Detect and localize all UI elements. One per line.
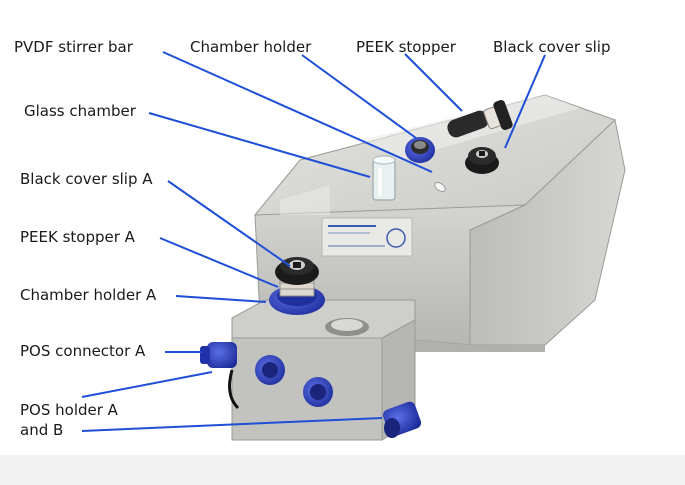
leader-peek-stopper-a: [159, 237, 279, 288]
label-black-cover-slip: Black cover slip: [493, 38, 611, 56]
leader-lines: [81, 51, 546, 432]
label-pos-connector-a: POS connector A: [20, 342, 146, 360]
pos-holder-b: [382, 401, 422, 438]
black-cover-slip-a: [275, 257, 319, 285]
leader-pvdf-stirrer-bar: [162, 51, 433, 173]
label-pvdf-stirrer-bar: PVDF stirrer bar: [14, 38, 133, 56]
pos-connector-a: [200, 342, 240, 410]
leader-black-cover-slip-a: [167, 180, 291, 267]
glass-chamber: [372, 155, 396, 201]
label-black-cover-slip-a: Black cover slip A: [20, 170, 153, 188]
label-chamber-holder: Chamber holder: [190, 38, 312, 56]
label-peek-stopper: PEEK stopper: [356, 38, 456, 56]
black-cover-slip: [465, 147, 499, 174]
leader-pos-holder-a: [81, 371, 213, 398]
leader-black-cover-slip: [504, 54, 546, 149]
leader-peek-stopper: [404, 53, 463, 112]
leader-glass-chamber: [148, 112, 371, 178]
leader-chamber-holder-a: [175, 295, 267, 303]
chamber-holder: [405, 137, 435, 163]
label-chamber-holder-a: Chamber holder A: [20, 286, 157, 304]
label-plate: [321, 217, 413, 257]
label-pos-holder-a-line2: and B: [20, 421, 64, 439]
stirrer-bar: [434, 182, 446, 192]
peek-stopper: [447, 99, 513, 138]
leader-pos-holder-b: [81, 417, 383, 432]
leader-chamber-holder: [301, 54, 417, 139]
label-glass-chamber: Glass chamber: [24, 102, 136, 120]
label-peek-stopper-a: PEEK stopper A: [20, 228, 135, 246]
table-surface: [0, 455, 685, 485]
label-pos-holder-a-line1: POS holder A: [20, 401, 118, 419]
front-port-left: [255, 355, 285, 385]
front-port-right: [303, 377, 333, 407]
